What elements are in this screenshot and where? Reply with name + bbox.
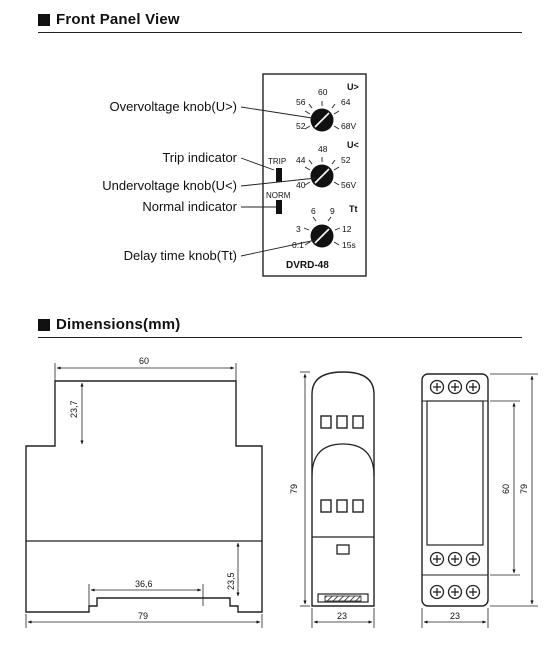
dimensions-title: Dimensions(mm): [56, 316, 181, 333]
dim-back-height: [490, 373, 538, 607]
callout-undervoltage: Undervoltage knob(U<): [102, 178, 237, 193]
back-screws-middle: [429, 551, 481, 567]
side-din-clip: [324, 595, 362, 602]
dim-back-width: [421, 608, 489, 628]
knob1-scale-4: 64: [341, 97, 351, 107]
section-square-icon: [38, 318, 50, 331]
knob3-pointer: [314, 228, 330, 244]
screw-icon: [447, 584, 463, 600]
knob3-scale-5: 12: [342, 224, 352, 234]
dim-side-width-label: 23: [337, 611, 347, 621]
overvoltage-knob: U> 52 56 60 64 68V: [296, 82, 359, 132]
dim-back-height-label: 79: [519, 484, 529, 494]
knob3-scale-6: 15s: [342, 240, 356, 250]
side-housing: [311, 371, 375, 607]
knob1-scale-3: 60: [318, 87, 328, 97]
screw-icon: [429, 551, 445, 567]
screw-icon: [429, 379, 445, 395]
callout-lines: [240, 106, 317, 257]
side-window: [336, 544, 350, 555]
housing-outline: [25, 380, 263, 613]
knob1-pointer: [314, 112, 330, 128]
knob2-scale-3: 48: [318, 144, 328, 154]
knob2-scale-2: 44: [296, 155, 306, 165]
knob1-scale-2: 56: [296, 97, 306, 107]
knob3-tag: Tt: [349, 204, 358, 214]
trip-indicator-led: [276, 168, 282, 182]
knob3-ticks: [303, 216, 341, 246]
front-panel-rule: [38, 32, 522, 33]
knob2-scale-5: 56V: [341, 180, 356, 190]
callout-trip: Trip indicator: [162, 150, 237, 165]
knob2-ticks: [304, 157, 340, 186]
knob3-scale-1: 0.1: [292, 240, 304, 250]
screw-icon: [465, 584, 481, 600]
dim-side-height: [300, 371, 310, 607]
dimensions-rule: [38, 337, 522, 338]
back-inner-panel: [426, 400, 484, 546]
dim-side-height-label: 79: [289, 484, 299, 494]
side-arc: [311, 443, 375, 477]
dim-front-bottom-label: 23,5: [226, 572, 236, 590]
side-terminals-bottom: [320, 499, 364, 513]
dimensions-header: Dimensions(mm): [38, 316, 181, 333]
back-outline-view: 60 79 23: [421, 373, 538, 628]
front-panel: U> 52 56 60 64 68V U<: [102, 73, 367, 277]
callout-overvoltage: Overvoltage knob(U>): [109, 99, 237, 114]
knob1-scale-5: 68V: [341, 121, 356, 131]
knob3-scale-2: 3: [296, 224, 301, 234]
knob1-scale-1: 52: [296, 121, 306, 131]
dim-side-width: [311, 608, 375, 628]
callout-normal: Normal indicator: [142, 199, 237, 214]
knob2-tag: U<: [347, 140, 359, 150]
delay-time-knob: Tt 0.1 3 6 9 12 15s: [292, 204, 358, 250]
dim-front-top-label: 23,7: [69, 400, 79, 418]
back-screws-bottom: [429, 584, 481, 600]
front-panel-header: Front Panel View: [38, 11, 180, 28]
dim-rail-label: 36,6: [135, 579, 153, 589]
trip-label: TRIP: [268, 157, 286, 166]
screw-icon: [447, 551, 463, 567]
dim-back-inner: [490, 400, 520, 576]
screw-icon: [465, 551, 481, 567]
side-terminals-top: [320, 415, 364, 429]
norm-label: NORM: [266, 191, 291, 200]
dim-back-inner-label: 60: [501, 484, 511, 494]
knob3-scale-4: 9: [330, 206, 335, 216]
knob3-scale-3: 6: [311, 206, 316, 216]
callout-delay: Delay time knob(Tt): [124, 248, 237, 263]
model-label: DVRD-48: [286, 260, 329, 271]
knob1-tag: U>: [347, 82, 359, 92]
screw-icon: [447, 379, 463, 395]
back-screws-top: [429, 379, 481, 395]
normal-indicator-led: [276, 200, 282, 214]
front-panel-title: Front Panel View: [56, 11, 180, 28]
undervoltage-knob: U< 40 44 48 52 56V: [296, 140, 359, 190]
knob2-scale-4: 52: [341, 155, 351, 165]
front-outline-view: 60 23,7 23,5 36,6 79: [25, 356, 263, 628]
dim-front-width-label: 60: [139, 356, 149, 366]
screw-icon: [429, 584, 445, 600]
section-square-icon: [38, 13, 50, 26]
knob2-pointer: [314, 168, 330, 184]
screw-icon: [465, 379, 481, 395]
dim-back-width-label: 23: [450, 611, 460, 621]
dim-front-base-label: 79: [138, 611, 148, 621]
side-outline-view: 79 23: [289, 371, 375, 628]
dim-rail: [88, 584, 204, 606]
knob2-scale-1: 40: [296, 180, 306, 190]
dim-front-base: [25, 614, 263, 628]
dim-front-width: [54, 363, 237, 381]
knob1-ticks: [304, 101, 340, 130]
